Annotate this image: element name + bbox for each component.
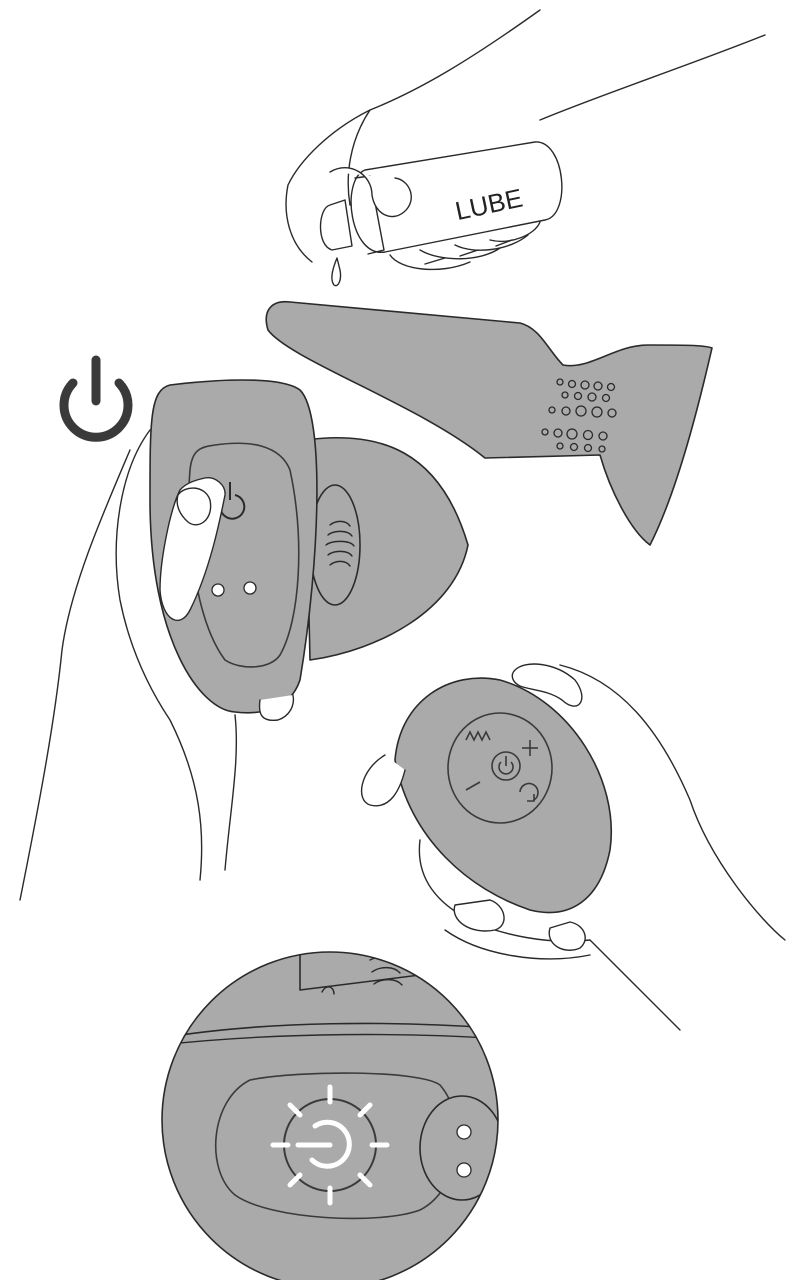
remote-step bbox=[362, 664, 785, 1030]
power-on-step bbox=[20, 380, 468, 900]
lube-step: LUBE bbox=[286, 10, 765, 286]
closeup-detail bbox=[150, 933, 520, 1280]
glowing-power-icon bbox=[273, 1087, 387, 1203]
power-button[interactable] bbox=[492, 752, 520, 780]
power-icon bbox=[64, 360, 128, 437]
